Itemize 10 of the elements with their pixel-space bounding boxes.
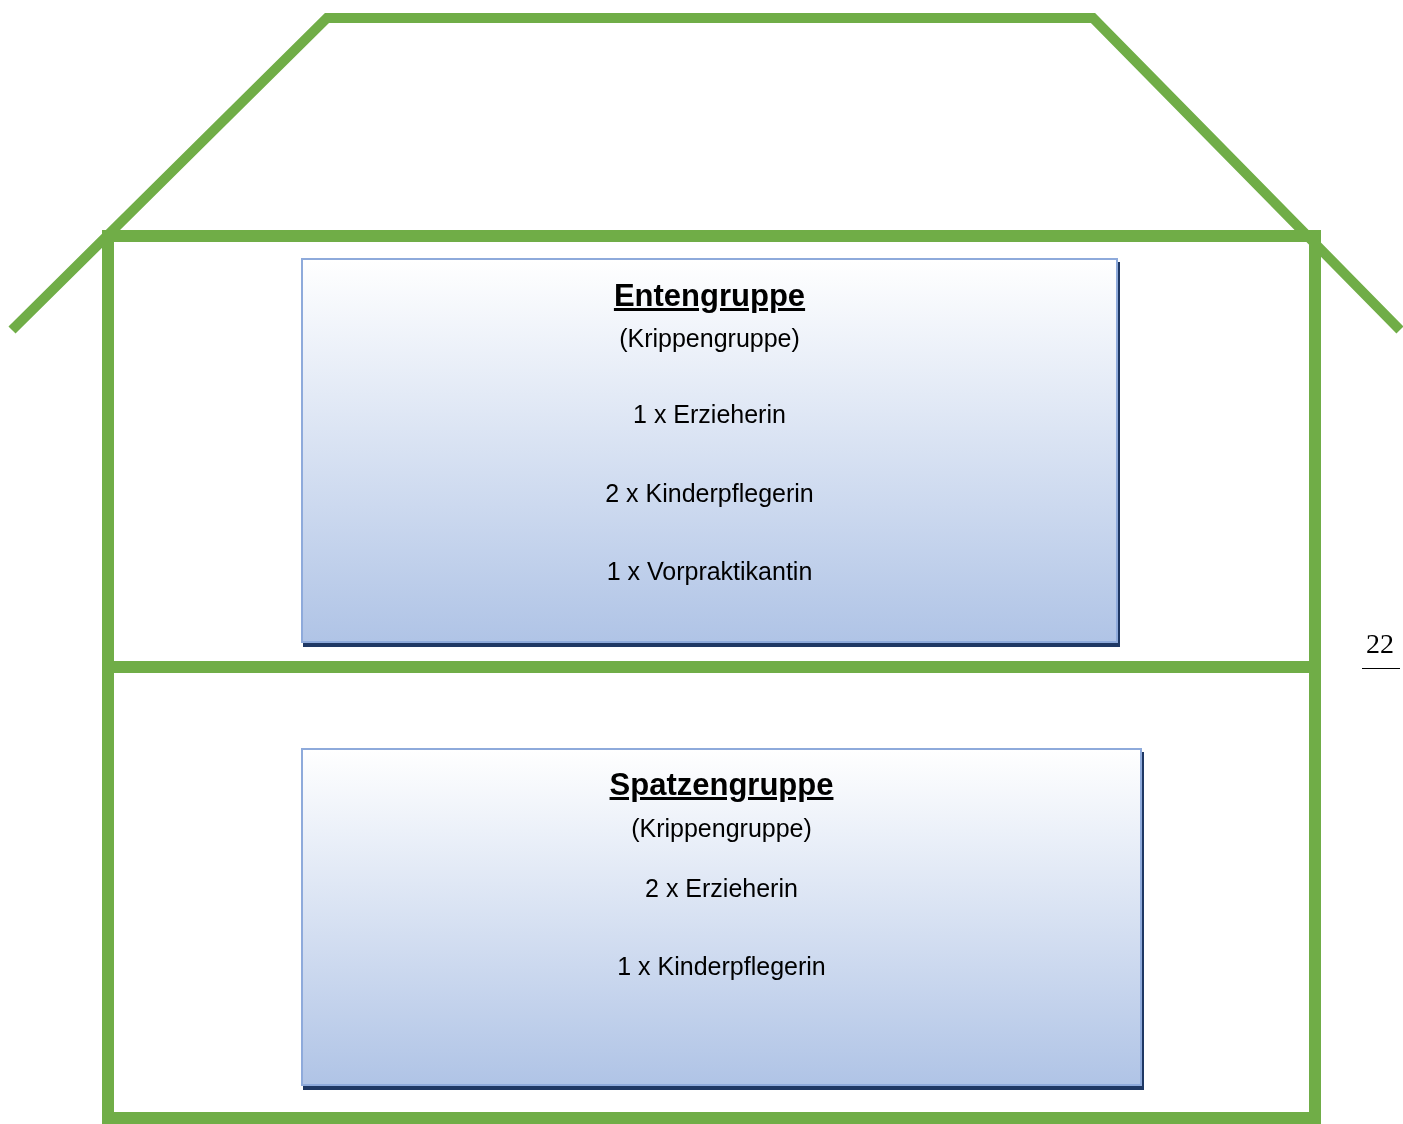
staff-line: 2 x Kinderpflegerin [605, 479, 814, 508]
staff-line: 1 x Erzieherin [633, 400, 786, 429]
group-heading: Entengruppe [613, 278, 806, 314]
staff-line: 2 x Erzieherin [645, 874, 798, 903]
group-subtitle: (Krippengruppe) [619, 324, 800, 353]
group-heading: Spatzengruppe [609, 767, 834, 803]
group-subtitle: (Krippengruppe) [631, 814, 812, 843]
staff-line: 1 x Kinderpflegerin [617, 952, 826, 981]
page-number: 22 [1362, 628, 1400, 669]
staff-line: 1 x Vorpraktikantin [606, 557, 813, 586]
